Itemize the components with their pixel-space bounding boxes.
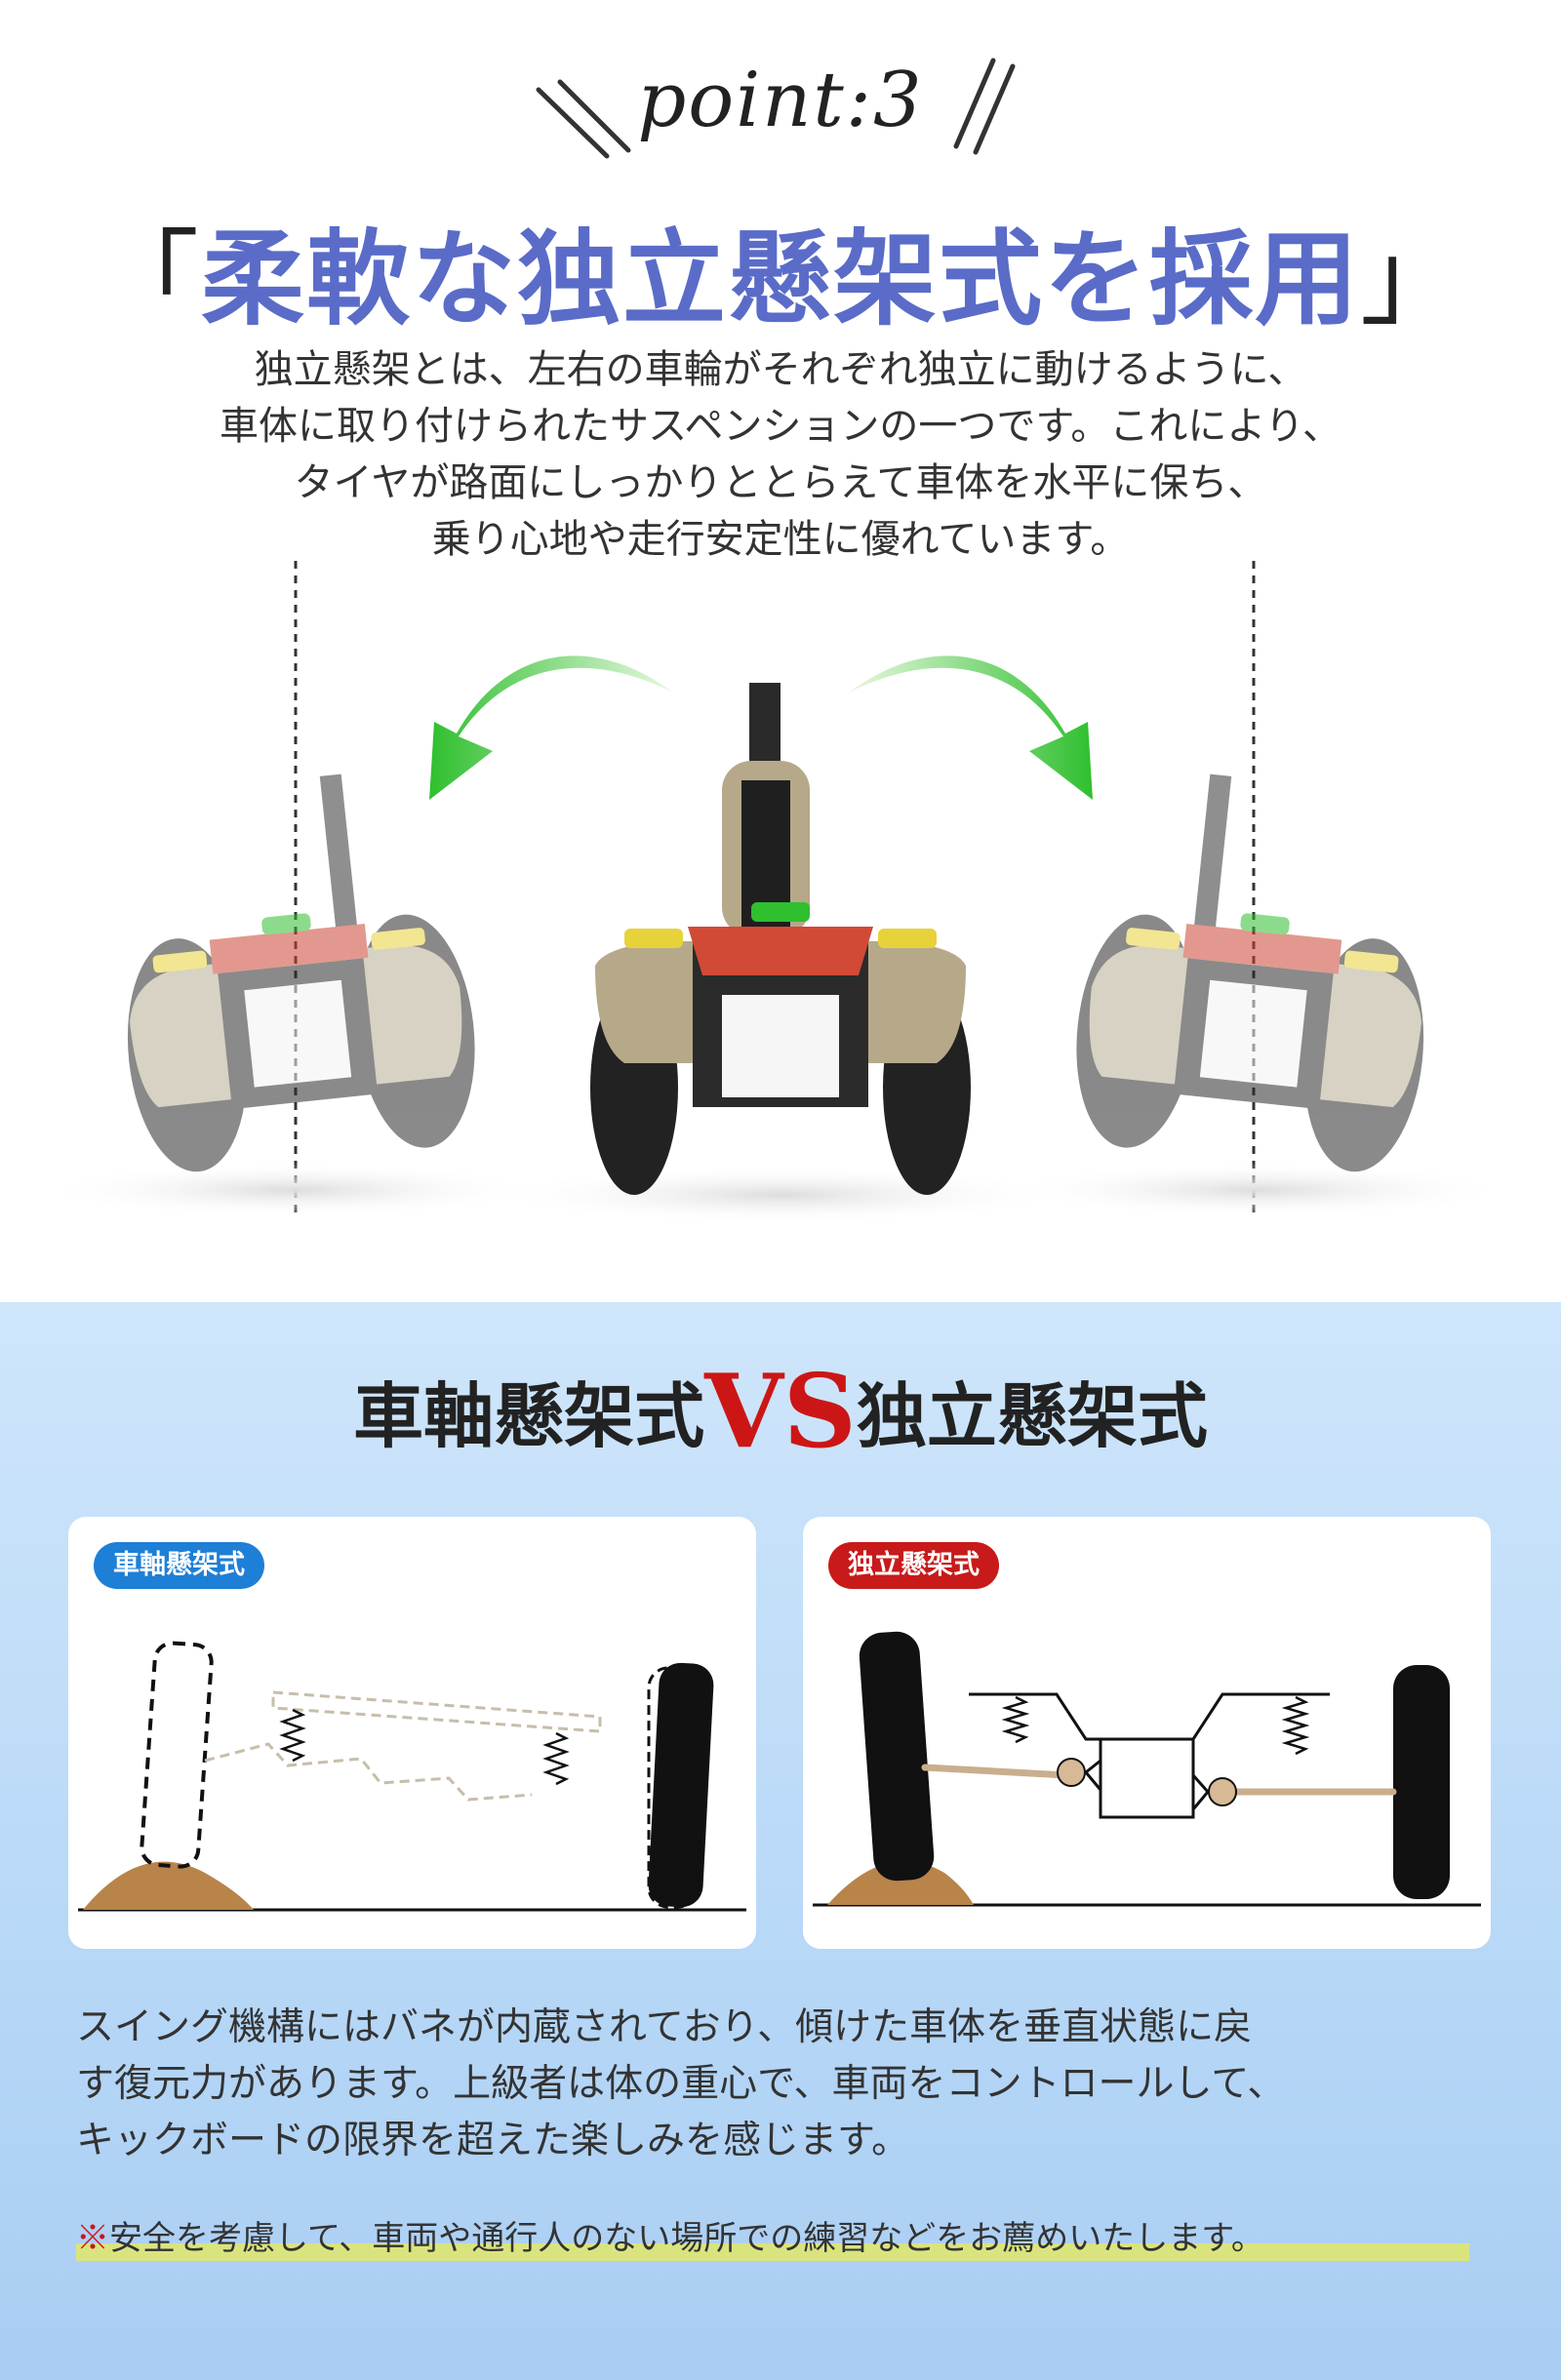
scooter-illustration [39,561,1512,1224]
scooter-tilted-right [1076,774,1424,1172]
badge-independent: 独立懸架式 [828,1542,999,1589]
intro-text: 独立懸架とは、左右の車輪がそれぞれ独立に動けるように、 車体に取り付けられたサス… [98,341,1463,568]
intro-line: タイヤが路面にしっかりととらえて車体を水平に保ち、 [294,461,1267,504]
bracket-close: 」 [1360,219,1465,339]
safety-note: ※安全を考慮して、車両や通行人のない場所での練習などをお薦めいたします。 [76,2214,1491,2263]
page-title: 「柔軟な独立懸架式を採用」 [0,195,1561,345]
note-highlight [76,2243,1469,2261]
point-label: point:3 [637,57,924,144]
point-slashes [536,58,1016,159]
badge-axle: 車軸懸架式 [94,1542,264,1589]
axle-diagram [78,1641,746,1912]
card-independent-suspension: 独立懸架式 [803,1517,1491,1949]
vs-label: VS [704,1351,857,1471]
intro-line: 車体に取り付けられたサスペンションの一つです。これにより、 [220,405,1341,448]
arrow-right-icon [849,655,1093,800]
note-text: 安全を考慮して、車両や通行人のない場所での練習などをお薦めいたします。 [109,2220,1264,2257]
description-text: スイング機構にはバネが内蔵されており、傾けた車体を垂直状態に戻 す復元力がありま… [76,2000,1491,2169]
description-line: スイング機構にはバネが内蔵されており、傾けた車体を垂直状態に戻 [76,2006,1253,2048]
independent-diagram [813,1631,1481,1907]
vs-left-label: 車軸懸架式 [353,1374,705,1457]
scooter-tilted-left [127,774,475,1172]
vs-right-label: 独立懸架式 [856,1374,1208,1457]
title-text: 柔軟な独立懸架式を採用 [201,218,1360,339]
description-line: す復元力があります。上級者は体の重心で、車両をコントロールして、 [76,2063,1286,2105]
bracket-open: 「 [96,219,201,339]
vs-heading: 車軸懸架式VS独立懸架式 [0,1351,1561,1471]
intro-line: 独立懸架とは、左右の車輪がそれぞれ独立に動けるように、 [254,348,1307,391]
scooter-center [590,683,971,1195]
note-mark: ※ [76,2220,109,2257]
description-line: キックボードの限界を超えた楽しみを感じます。 [76,2120,910,2162]
intro-line: 乗り心地や走行安定性に優れています。 [431,518,1130,561]
card-axle-suspension: 車軸懸架式 [68,1517,756,1949]
arrow-left-icon [429,655,673,800]
